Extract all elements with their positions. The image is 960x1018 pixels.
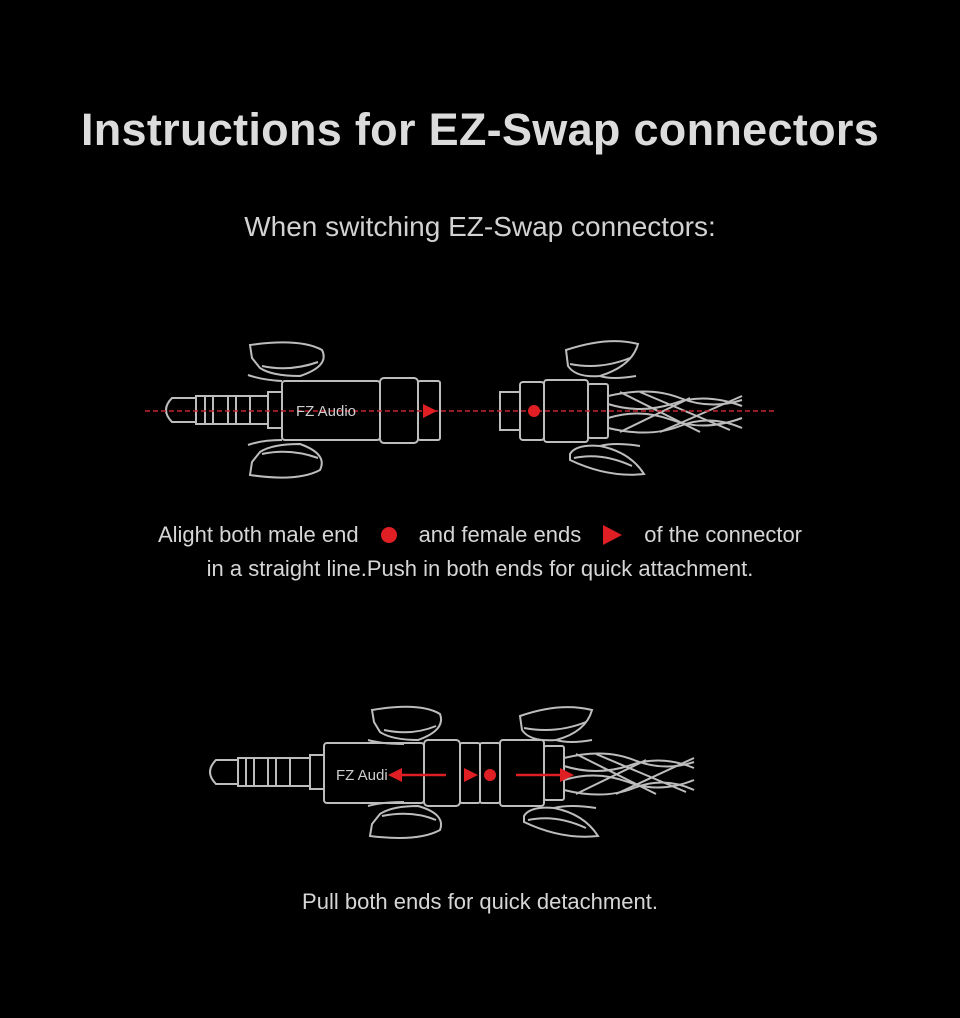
male-marker-icon [528,405,540,417]
female-marker-icon [464,768,478,782]
detach-illustration: FZ Audi [209,705,695,839]
attach-caption-line1: Alight both male end and female ends of th… [0,518,960,552]
detach-caption: Pull both ends for quick detachment. [302,889,658,914]
female-marker-icon [423,404,437,418]
pull-right-arrow-icon [516,768,574,782]
attach-caption: Alight both male end and female ends of th… [0,518,960,586]
caption-part3: of the connector [644,522,803,547]
red-dot-icon [380,527,397,543]
page-title: Instructions for EZ-Swap connectors [80,104,880,155]
pull-left-arrow-icon [388,768,446,782]
connector-brand-label: FZ Audi [336,767,388,784]
attach-caption-line2: in a straight line.Push in both ends for… [206,556,754,581]
male-marker-icon [484,769,496,781]
page-subtitle: When switching EZ-Swap connectors: [244,211,716,242]
red-triangle-icon [603,525,623,545]
caption-part1: Alight both male end [157,522,359,547]
attach-illustration: FZ Audio [145,340,775,479]
connector-brand-label: FZ Audio [296,403,356,420]
caption-part2: and female ends [418,522,582,547]
